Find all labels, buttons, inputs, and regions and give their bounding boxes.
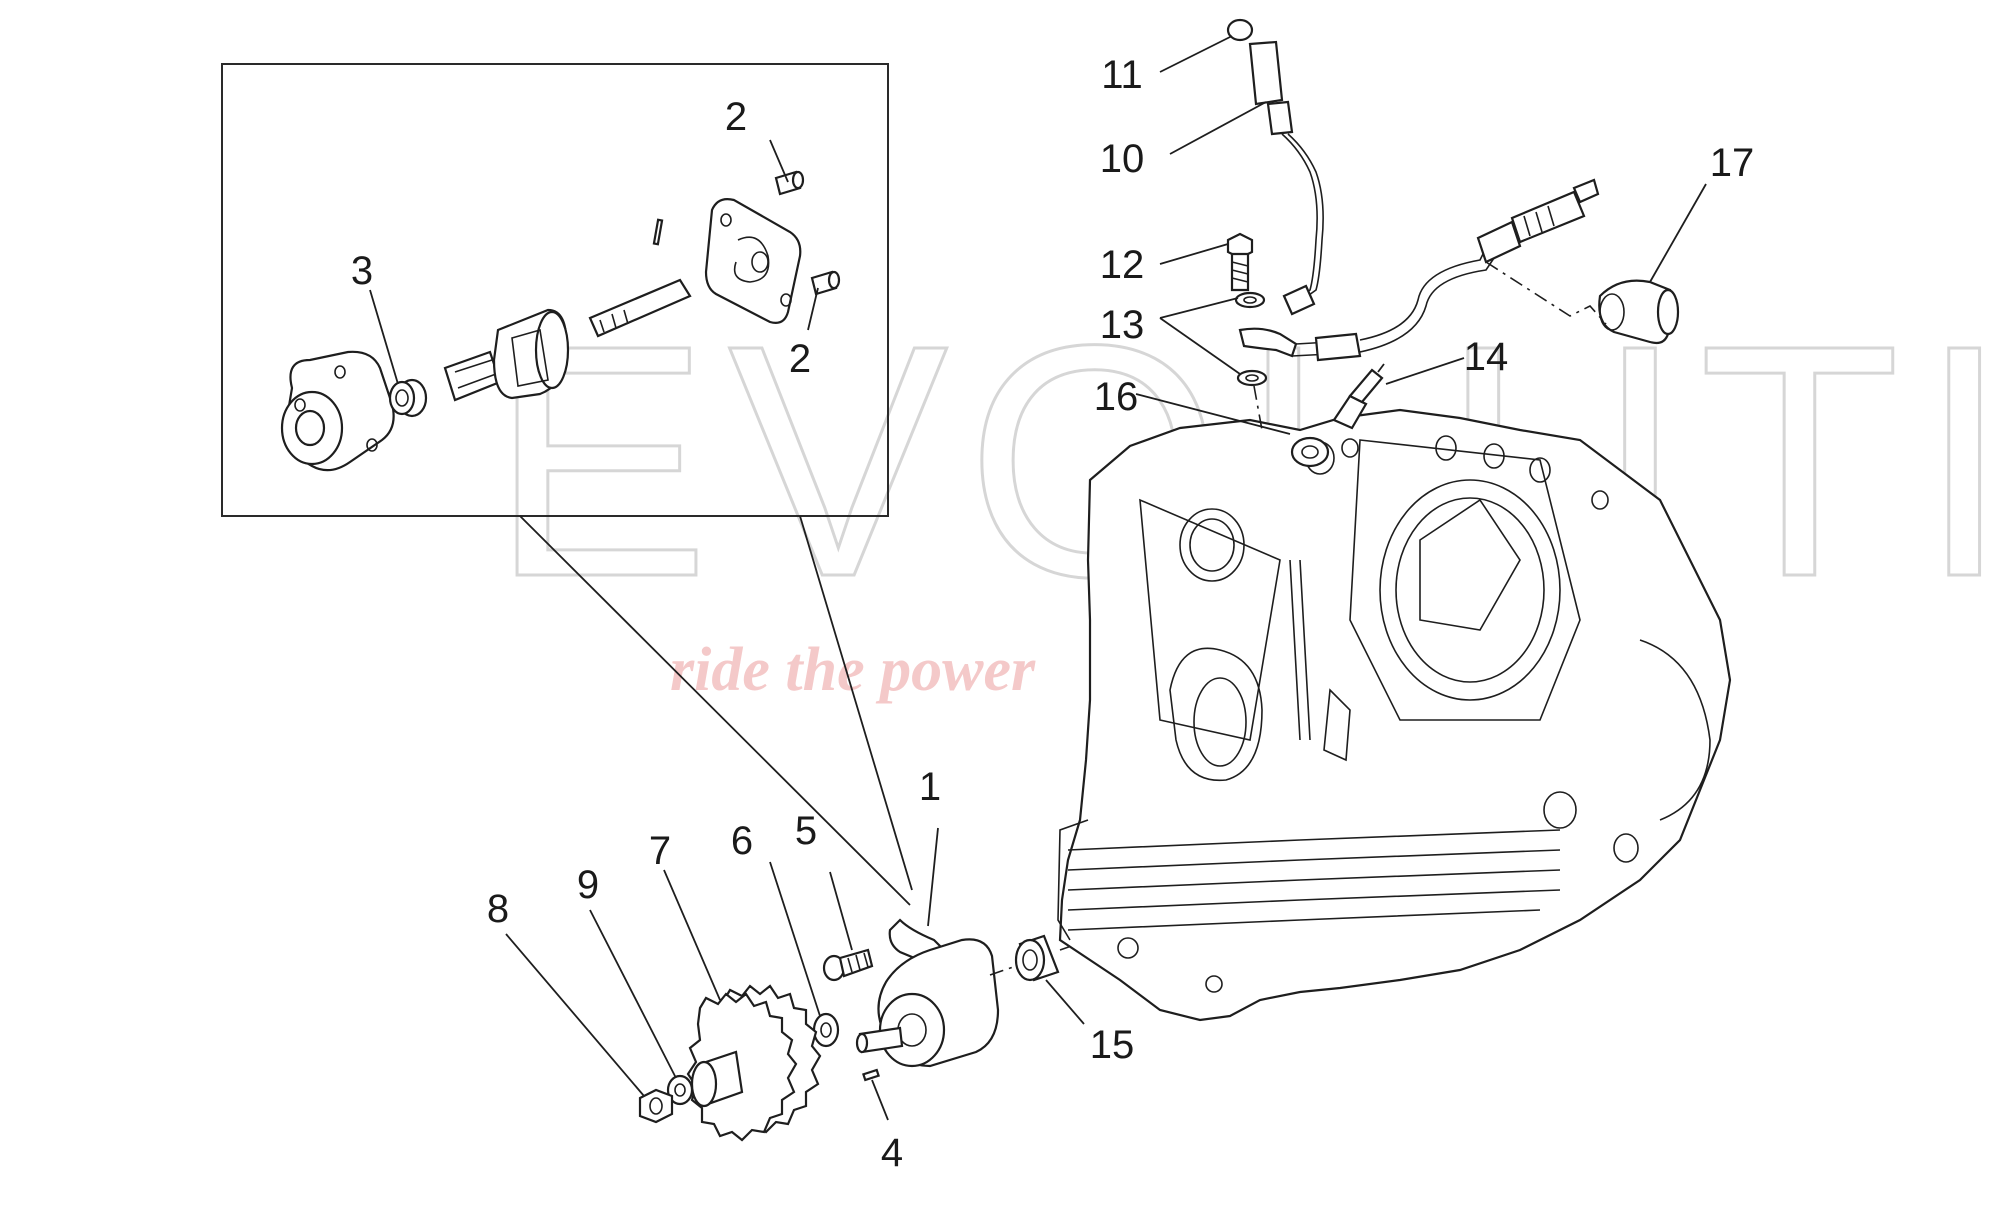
- callout-6: 6: [731, 819, 753, 863]
- oil-pressure-sensor: [1332, 363, 1385, 430]
- callout-1: 1: [919, 765, 941, 809]
- callout-17: 17: [1710, 141, 1755, 185]
- leader-lines: [369, 35, 1707, 1121]
- lock-nut: [638, 1088, 674, 1124]
- spacer-washer: [666, 1074, 694, 1106]
- callout-2-upper: 2: [725, 95, 747, 139]
- crankcase-bush: [1014, 934, 1060, 982]
- sealing-washer-upper: [1234, 291, 1266, 309]
- callout-14: 14: [1464, 335, 1509, 379]
- woodruff-key: [862, 1068, 880, 1082]
- callout-3: 3: [351, 249, 373, 293]
- sealing-washer-lower: [1236, 369, 1268, 387]
- inset-inner-rotor: [443, 350, 502, 402]
- inset-bush: [388, 378, 428, 418]
- banjo-bolt: [1226, 232, 1254, 292]
- washer: [812, 1012, 840, 1048]
- screw: [822, 948, 874, 982]
- axis-line-bolt: [1253, 385, 1263, 431]
- crankcase: [1057, 408, 1732, 1022]
- callout-15: 15: [1090, 1023, 1135, 1067]
- callout-10: 10: [1100, 137, 1145, 181]
- inset-cover-plate: [704, 198, 802, 324]
- callout-12: 12: [1100, 243, 1145, 287]
- callout-13: 13: [1100, 303, 1145, 347]
- inset-leader-left: [519, 515, 911, 906]
- callout-2-lower: 2: [789, 337, 811, 381]
- rubber-elbow: [1598, 279, 1680, 345]
- callout-4: 4: [881, 1131, 903, 1175]
- callout-7: 7: [649, 829, 671, 873]
- inset-shaft: [588, 218, 692, 338]
- axis-line-pump: [989, 965, 1017, 976]
- pump-assembly: [855, 918, 1000, 1068]
- axis-line-cable: [1485, 261, 1607, 325]
- inset-pump-body: [280, 350, 395, 472]
- callout-5: 5: [795, 809, 817, 853]
- detail-inset-frame: [221, 63, 889, 517]
- callout-9: 9: [577, 863, 599, 907]
- callout-8: 8: [487, 887, 509, 931]
- callout-15-16: 16: [1094, 375, 1139, 419]
- inset-dowel-upper: [774, 170, 805, 196]
- sensor-cable: [1226, 18, 1600, 362]
- drive-gear: [686, 984, 822, 1142]
- callout-labels: 1 2 2 3 4 5 6 7 8 9 10 11 12 13 14 16 15…: [351, 53, 1754, 1175]
- inset-outer-rotor: [492, 308, 570, 400]
- callout-11: 11: [1101, 53, 1143, 97]
- inset-leader-right: [799, 515, 913, 891]
